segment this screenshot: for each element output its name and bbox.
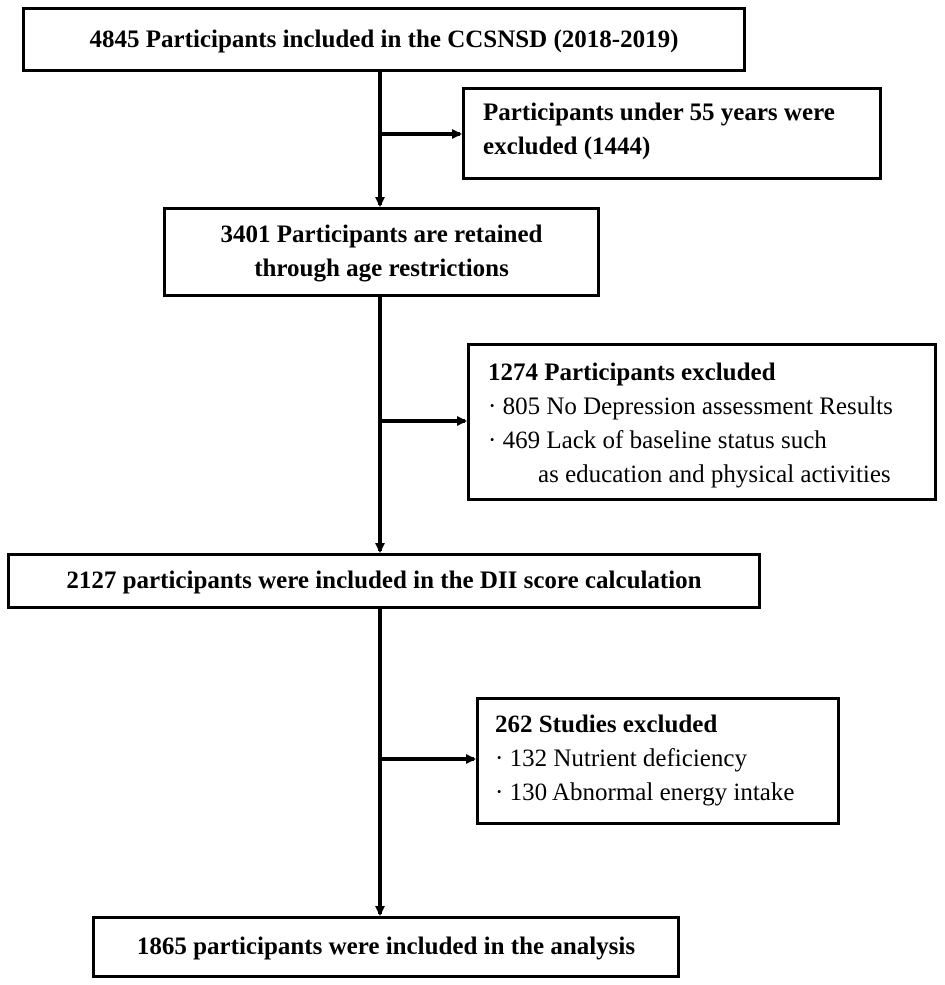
final-text: 1865 participants were included in the a… (136, 933, 636, 960)
retained-line-1: 3401 Participants are retained (220, 221, 543, 248)
box-start-4845: 4845 Participants included in the CCSNSD… (22, 7, 746, 72)
exclusion-1274-item-continued: as education and physical activities (538, 461, 891, 488)
box-retained-3401: 3401 Participants are retained through a… (163, 207, 600, 297)
exclusion-1274-item: · 805 No Depression assessment Results (488, 393, 893, 420)
age-exclusion-line-2: excluded (1444) (483, 133, 651, 160)
box-dii-2127: 2127 participants were included in the D… (7, 553, 761, 609)
exclusion-262-item: · 130 Abnormal energy intake (495, 779, 795, 806)
exclusion-1274-title: 1274 Participants excluded (488, 359, 776, 386)
box-exclusion-262: 262 Studies excluded · 132 Nutrient defi… (476, 697, 840, 825)
dii-text: 2127 participants were included in the D… (66, 567, 702, 594)
start-text: 4845 Participants included in the CCSNSD… (89, 25, 679, 53)
box-age-exclusion: Participants under 55 years were exclude… (462, 87, 882, 180)
exclusion-262-title: 262 Studies excluded (495, 711, 718, 738)
exclusion-262-item: · 132 Nutrient deficiency (495, 745, 747, 772)
box-final-1865: 1865 participants were included in the a… (92, 916, 680, 978)
box-exclusion-1274: 1274 Participants excluded · 805 No Depr… (467, 343, 937, 501)
exclusion-1274-item: · 469 Lack of baseline status such (488, 427, 827, 454)
age-exclusion-line-1: Participants under 55 years were (483, 99, 835, 126)
retained-line-2: through age restrictions (254, 255, 509, 282)
